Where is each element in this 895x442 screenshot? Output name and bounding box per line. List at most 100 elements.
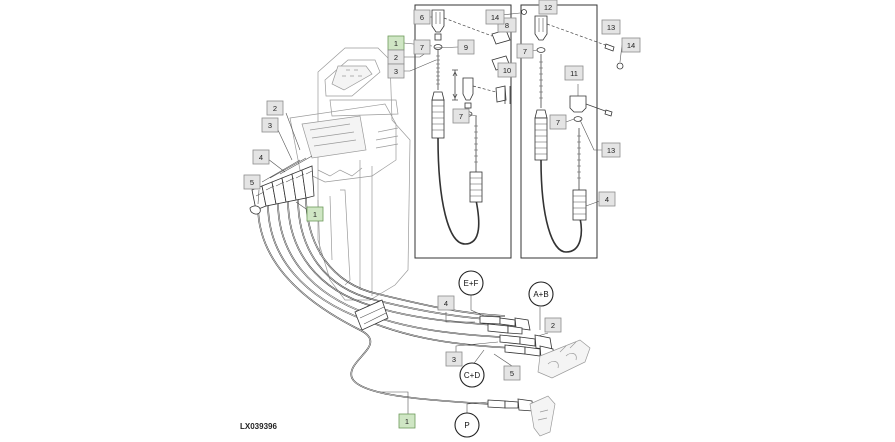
callout-c14-a: 14	[485, 9, 505, 25]
callout-box	[564, 65, 584, 81]
callout-box	[503, 365, 521, 381]
cable-lower-ends	[479, 315, 555, 412]
callout-c7-c: 7	[516, 43, 534, 59]
image-code-text: LX039396	[240, 422, 277, 431]
group-label-g-ef: E+F	[458, 270, 484, 296]
group-circle-text: E+F	[464, 279, 479, 288]
callout-number: 7	[459, 112, 463, 121]
callout-c7-b: 7	[452, 108, 470, 124]
callout-number: 12	[544, 3, 552, 12]
group-circle-shape	[459, 362, 485, 388]
callout-number: 6	[420, 13, 424, 22]
group-labels: E+F A+B C+D P	[454, 270, 554, 438]
callout-c7-a: 7	[413, 39, 431, 55]
callout-c1-bottom: 1	[398, 413, 416, 429]
callout-number: 5	[250, 178, 254, 187]
callout-number: 1	[394, 39, 398, 48]
group-circle-text: A+B	[533, 290, 548, 299]
callout-box	[437, 295, 455, 311]
callout-number: 7	[556, 118, 560, 127]
callout-number: 4	[605, 195, 609, 204]
callout-number: 14	[491, 13, 499, 22]
control-linkage	[529, 339, 591, 437]
callout-number: 9	[464, 43, 468, 52]
group-label-g-p: P	[454, 412, 480, 438]
callout-number: 2	[394, 53, 398, 62]
callout-number: 13	[607, 146, 615, 155]
callout-box	[516, 43, 534, 59]
callout-c4-bottom: 4	[437, 295, 455, 311]
callout-box	[243, 174, 261, 190]
callout-number: 1	[405, 417, 409, 426]
callout-c3-left: 3	[261, 117, 279, 133]
callout-c2-left: 2	[266, 100, 284, 116]
group-circle-shape	[458, 270, 484, 296]
callout-c9: 9	[457, 39, 475, 55]
callout-c5-bottom: 5	[503, 365, 521, 381]
callout-c4-left: 4	[252, 149, 270, 165]
callout-c14-b: 14	[621, 37, 641, 53]
callout-c11: 11	[564, 65, 584, 81]
callout-box	[621, 37, 641, 53]
callout-number: 14	[627, 41, 635, 50]
cable-heads	[249, 155, 315, 215]
group-circle-shape	[528, 281, 554, 307]
callout-number: 3	[268, 121, 272, 130]
callout-box	[398, 413, 416, 429]
callout-c13-a: 13	[601, 19, 621, 35]
image-code: LX039396	[240, 422, 277, 431]
group-circle-text: C+D	[464, 371, 480, 380]
cable-bundle	[257, 195, 521, 405]
callout-box	[538, 0, 558, 15]
callout-number: 1	[313, 210, 317, 219]
callout-number: 8	[505, 21, 509, 30]
callout-c6: 6	[413, 9, 431, 25]
callout-box	[413, 9, 431, 25]
callout-box	[544, 317, 562, 333]
callout-box	[549, 114, 567, 130]
group-circle-shape	[454, 412, 480, 438]
callout-number: 11	[570, 69, 578, 78]
callout-box	[266, 100, 284, 116]
group-label-g-cd: C+D	[459, 362, 485, 388]
group-circle-text: P	[464, 421, 469, 430]
callout-number: 3	[452, 355, 456, 364]
callout-number: 10	[503, 66, 511, 75]
callout-box	[452, 108, 470, 124]
callout-box	[261, 117, 279, 133]
callout-number: 13	[607, 23, 615, 32]
callout-number: 7	[523, 47, 527, 56]
callout-c13-b: 13	[601, 142, 621, 158]
callout-c2-top: 2	[387, 49, 405, 65]
callout-c7-d: 7	[549, 114, 567, 130]
callout-c4-right: 4	[598, 191, 616, 207]
callout-box	[413, 39, 431, 55]
callout-number: 5	[510, 369, 514, 378]
callout-c10: 10	[497, 62, 517, 78]
callout-box	[497, 62, 517, 78]
callout-box	[252, 149, 270, 165]
callout-c2-right: 2	[544, 317, 562, 333]
callout-c3-bottom: 3	[445, 351, 463, 367]
group-label-g-ab: A+B	[528, 281, 554, 307]
callout-number: 4	[259, 153, 263, 162]
callout-box	[445, 351, 463, 367]
callout-c5-left: 5	[243, 174, 261, 190]
callout-box	[306, 206, 324, 222]
callout-c1-mid: 1	[306, 206, 324, 222]
callout-c1-top: 1	[387, 35, 405, 51]
callout-c12: 12	[538, 0, 558, 15]
callout-box	[601, 19, 621, 35]
callout-number: 4	[444, 299, 448, 308]
callout-box	[457, 39, 475, 55]
callout-c3-top: 3	[387, 63, 405, 79]
callout-box	[387, 63, 405, 79]
callout-box	[485, 9, 505, 25]
callout-box	[598, 191, 616, 207]
callout-number: 3	[394, 67, 398, 76]
callout-number: 2	[273, 104, 277, 113]
callout-number: 2	[551, 321, 555, 330]
callout-number: 7	[420, 43, 424, 52]
